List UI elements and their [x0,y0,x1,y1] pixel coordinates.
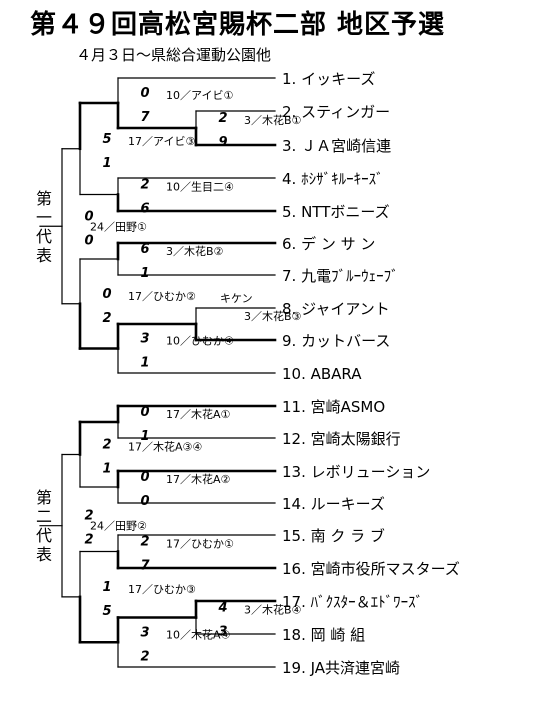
team-name: 11. 宮崎ASMO [282,398,385,416]
score-top: 0 [140,405,149,420]
match-info: 17／ひむか① [166,538,234,551]
match-info: 17／木花A② [166,473,231,486]
match-info: 10／ひむか④ [166,335,234,348]
match-note: キケン [220,292,253,305]
score-top: 2 [140,178,149,193]
score-bottom: 1 [140,429,149,444]
score-top: 0 [102,287,111,302]
team-name: 19. JA共済連宮崎 [282,659,400,677]
block-label-char: 第 [36,189,52,208]
score-bottom: 9 [218,135,227,150]
score-bottom: 1 [140,266,149,281]
team-name: 13. レボリューション [282,463,430,481]
score-bottom: 2 [102,311,111,326]
score-bottom: 2 [84,533,93,548]
score-bottom: 6 [140,202,149,217]
team-name: 9. カットバース [282,332,390,350]
team-name: 1. イッキーズ [282,70,375,88]
match-info: 3／木花B④ [244,604,302,617]
team-name: 15. 南 ク ラ ブ [282,527,385,545]
block-label-char: 第 [36,488,52,507]
match-info: 17／ひむか③ [128,583,196,596]
score-bottom: 7 [140,110,150,125]
score-top: 3 [140,625,149,640]
score-top: 2 [102,438,111,453]
score-bottom: 3 [218,625,227,640]
team-name: 8. ジャイアント [282,300,390,318]
score-top: 4 [217,601,227,616]
block-label-char: 一 [36,208,52,227]
match-info: 17／木花A③④ [128,441,202,454]
score-bottom: 5 [102,604,111,619]
score-top: 1 [102,580,111,595]
match-info: 17／アイビ③ [128,135,195,148]
team-name: 16. 宮崎市役所マスターズ [282,560,460,578]
match-info: 3／木花B② [166,245,224,258]
team-name: 14. ルーキーズ [282,495,385,513]
match-info: 17／木花A① [166,408,231,421]
score-bottom: 0 [84,233,93,248]
score-bottom: 1 [102,462,111,477]
team-name: 17. ﾊﾞｸｽﾀｰ＆ｴﾄﾞﾜｰｽﾞ [282,593,423,611]
block-label-char: 二 [36,507,52,526]
score-top: 2 [140,535,149,550]
score-bottom: 7 [140,559,150,574]
score-bottom: 1 [102,156,111,171]
score-top: 2 [218,111,227,126]
score-top: 6 [140,242,149,257]
score-top: 0 [140,86,149,101]
match-info: 10／木花A④ [166,628,231,641]
match-info: 3／木花B① [244,114,302,127]
score-top: 5 [102,132,111,147]
score-top: 0 [140,470,149,485]
page-title: 第４９回高松宮賜杯二部 地区予選 [30,10,446,40]
team-name: 7. 九電ﾌﾞﾙｰｳｪｰﾌﾞ [282,267,399,285]
team-name: 5. NTTボニーズ [282,203,390,221]
match-info: 10／アイビ① [166,89,233,102]
score-top: 0 [84,209,93,224]
match-info: 24／田野① [90,220,147,233]
block-label-char: 代 [36,227,52,246]
team-name: 10. ABARA [282,365,362,383]
match-info: 10／生目二④ [166,180,234,194]
team-name: 6. デ ン サ ン [282,235,375,253]
score-top: 2 [84,509,93,524]
score-bottom: 0 [140,494,149,509]
match-info: 3／木花B③ [244,310,302,323]
team-name: 18. 岡 崎 組 [282,626,365,644]
score-top: 3 [140,332,149,347]
block-label-char: 表 [36,545,52,564]
block-label-char: 表 [36,246,52,265]
team-name: 12. 宮崎太陽銀行 [282,430,401,448]
score-bottom: 2 [140,649,149,664]
team-name: 4. ﾎｼｻﾞｷﾙｰｷｰｽﾞ [282,170,384,188]
match-info: 17／ひむか② [128,290,196,303]
block-label-char: 代 [36,526,52,545]
team-name: 3. ＪＡ宮崎信連 [282,137,391,155]
match-info: 24／田野② [90,520,147,533]
team-name: 2. スティンガー [282,103,390,121]
score-bottom: 1 [140,356,149,371]
page-subtitle: ４月３日～県総合運動公園他 [76,46,272,64]
